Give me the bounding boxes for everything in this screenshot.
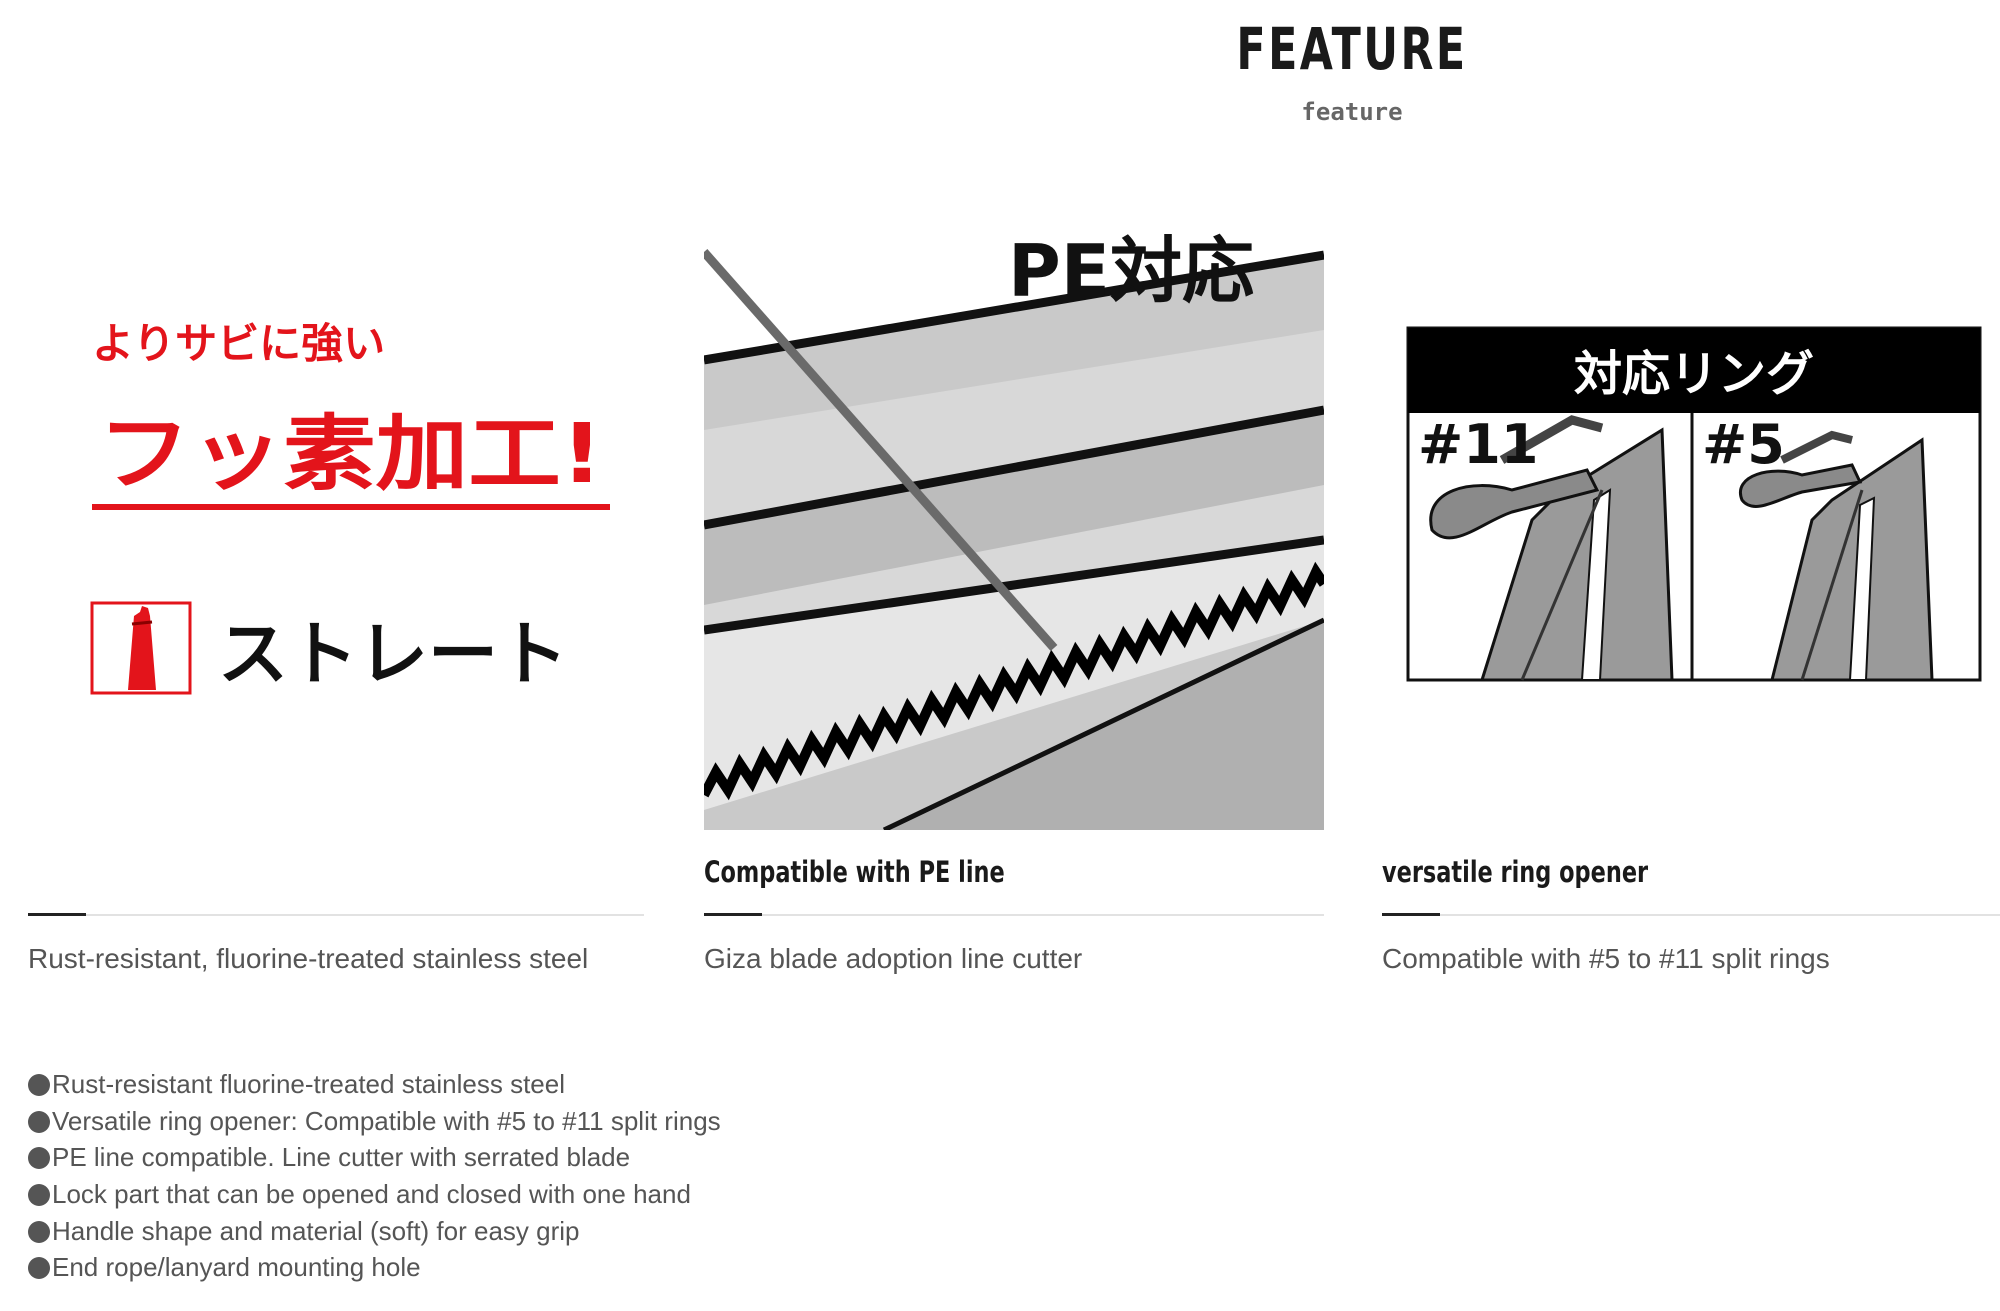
straight-label: ストレート [218, 613, 568, 695]
list-item: Handle shape and material (soft) for eas… [28, 1213, 721, 1250]
fluorine-treatment-image: よりサビに強い フッ素加工! ストレート [90, 319, 610, 695]
bullet-icon [28, 1220, 50, 1243]
ring-panel-header [1408, 328, 1980, 413]
feature-card-pe-line: PE対応 Compatible with PE line Giza blade … [704, 0, 1324, 1000]
caption-divider-accent [704, 913, 762, 916]
feature-list: Rust-resistant fluorine-treated stainles… [28, 1066, 721, 1286]
list-item: Versatile ring opener: Compatible with #… [28, 1103, 721, 1140]
list-item: PE line compatible. Line cutter with ser… [28, 1139, 721, 1176]
card-description: Giza blade adoption line cutter [704, 943, 1083, 974]
caption-divider [704, 914, 1324, 916]
list-item: End rope/lanyard mounting hole [28, 1249, 721, 1286]
caption-divider-accent [1382, 913, 1440, 916]
straight-tool-icon [128, 606, 156, 690]
pe-compatible-headline: PE対応 [1008, 229, 1254, 313]
bullet-icon [28, 1184, 50, 1207]
card-caption: Compatible with PE line [704, 855, 1005, 889]
feature-header: FEATURE feature [1152, 14, 1552, 126]
feature-card-fluorine: よりサビに強い フッ素加工! ストレート Rust-resistant, flu… [28, 0, 644, 1000]
card-description: Compatible with #5 to #11 split rings [1382, 943, 1830, 974]
caption-divider [1382, 914, 2000, 916]
pe-line [704, 249, 1058, 651]
compatible-ring-title: 対応リング [1574, 346, 1814, 402]
bullet-icon [28, 1110, 50, 1133]
ring-size-11-label: #11 [1418, 413, 1538, 476]
list-item: Lock part that can be opened and closed … [28, 1176, 721, 1213]
section-title: FEATURE [1236, 15, 1468, 83]
bullet-icon [28, 1147, 50, 1170]
ring-size-5-label: #5 [1702, 413, 1785, 476]
bullet-icon [28, 1257, 50, 1280]
headline-underline [92, 504, 610, 510]
rust-resistant-headline: よりサビに強い [92, 319, 385, 368]
split-ring-image: 対応リング #11 #5 [1406, 326, 1982, 682]
fluorine-treatment-headline: フッ素加工! [98, 407, 603, 502]
section-subtitle: feature [1301, 98, 1403, 126]
card-description: Rust-resistant, fluorine-treated stainle… [28, 943, 589, 974]
pe-line-cutter-image: PE対応 [704, 229, 1324, 830]
caption-divider-accent [28, 913, 86, 916]
caption-divider [28, 914, 644, 916]
bullet-icon [28, 1074, 50, 1096]
feature-card-ring-opener: 対応リング #11 #5 versatile ring opener Compa… [1382, 0, 2000, 1000]
list-item: Rust-resistant fluorine-treated stainles… [28, 1066, 721, 1103]
card-caption: versatile ring opener [1382, 855, 1649, 889]
